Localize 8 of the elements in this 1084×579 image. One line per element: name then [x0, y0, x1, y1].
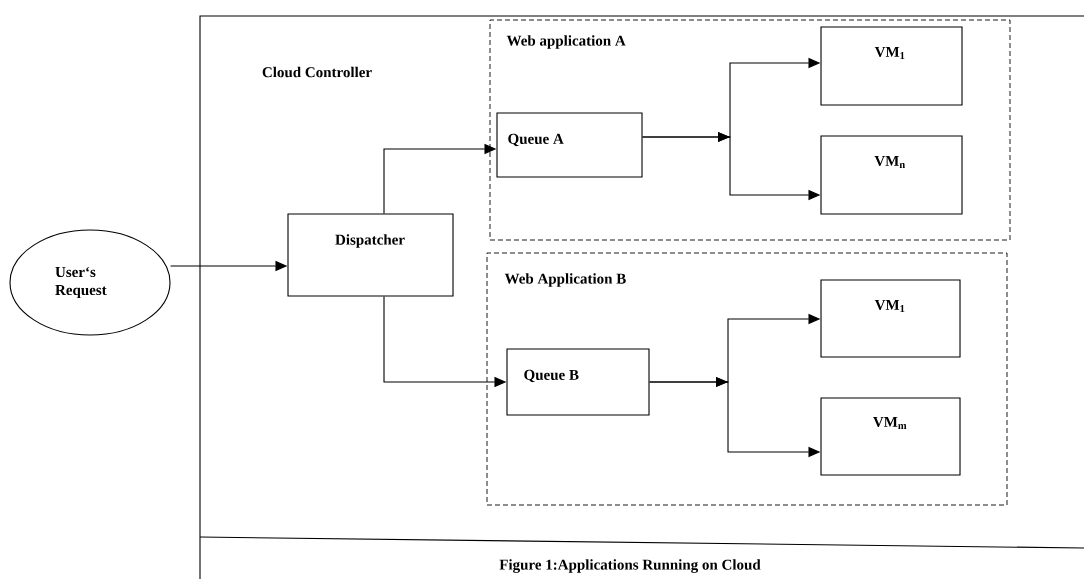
queue-box: Queue B [506, 348, 650, 416]
vm-box: VM$_{n}$ [820, 135, 963, 215]
dispatcher-box: Dispatcher [287, 213, 454, 297]
vm-box: VM$_{m}$ [820, 397, 961, 476]
vm-box: VM$_{1}$ [820, 279, 961, 358]
queue-box: Queue A [496, 112, 643, 178]
caption: Figure 1:Applications Running on Cloud [499, 559, 761, 573]
vm-box: VM$_{1}$ [820, 26, 963, 106]
